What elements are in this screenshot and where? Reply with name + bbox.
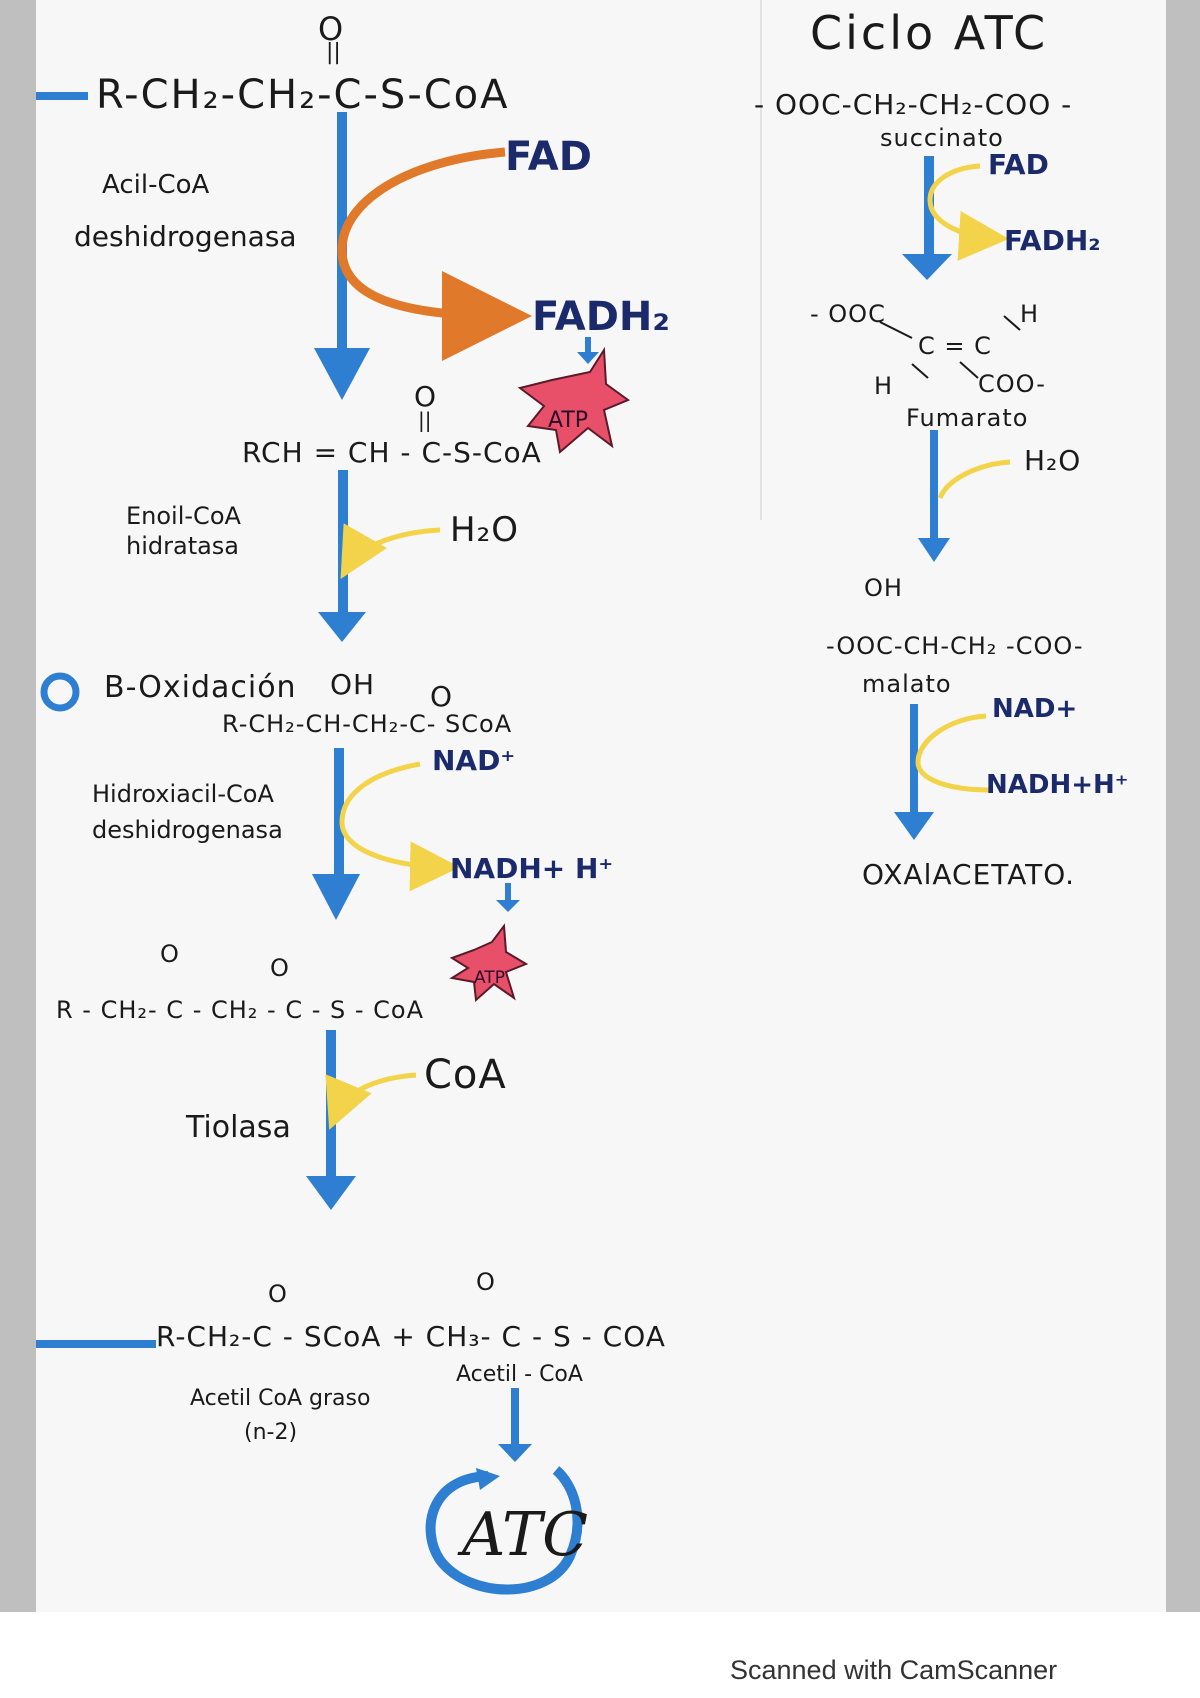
- fumarate-h-top: H: [1020, 300, 1040, 328]
- right-yellow-curve-water: [937, 459, 1011, 500]
- blue-arrow-small-1: [577, 337, 599, 364]
- malate-formula: -OOC-CH-CH₂ -COO-: [826, 632, 1084, 660]
- fad-right: FAD: [988, 148, 1049, 181]
- orange-curve-arrow: [337, 147, 532, 361]
- beta-oxidation-label: B-Oxidación: [104, 670, 297, 705]
- product-formula: R-CH₂-C - SCoA + CH₃- C - S - COA: [156, 1320, 666, 1353]
- blue-arrow-3: [312, 748, 360, 920]
- keto-carbonyl-o1: O: [160, 940, 180, 968]
- enzyme-acyl-coa-line1: Acil-CoA: [102, 170, 210, 200]
- nadh-left: NADH+ H⁺: [450, 852, 614, 885]
- fumarate-bond-2: [1003, 315, 1021, 331]
- cofactor-fad-left: FAD: [505, 134, 592, 180]
- column-divider: [760, 0, 762, 520]
- atp-star-2: [449, 923, 529, 1003]
- blue-arrow-small-3: [498, 1388, 532, 1462]
- product-acetyl-coa-label: Acetil - CoA: [456, 1362, 583, 1387]
- left-bracket-bottom: [36, 1340, 156, 1348]
- atc-cycle-arrow: [425, 1466, 583, 1595]
- oxaloacetate-label: OXAlACETATO.: [862, 858, 1076, 891]
- malate-name: malato: [862, 670, 952, 698]
- fumarate-bond-1: [879, 321, 913, 339]
- succinate-formula: - OOC-CH₂-CH₂-COO -: [754, 88, 1073, 121]
- yellow-curve-water-left: [340, 523, 441, 580]
- atp-star-1: [517, 346, 631, 454]
- nad-left: NAD⁺: [432, 744, 516, 777]
- atc-cycle-arrowhead: [476, 1468, 500, 1490]
- enzyme-hydroxyacyl-line2: deshidrogenasa: [92, 816, 283, 844]
- right-blue-arrow-2: [918, 430, 950, 562]
- malate-oh: OH: [864, 574, 903, 602]
- water-right: H₂O: [1024, 444, 1082, 477]
- scanner-watermark: Scanned with CamScanner: [730, 1655, 1058, 1685]
- bullet-circle: [40, 672, 80, 712]
- start-carbonyl-bond: ||: [326, 40, 341, 65]
- enoyl-carbonyl-bond: ||: [418, 408, 432, 432]
- left-bracket-top: [36, 92, 88, 100]
- fumarate-bond-4: [959, 361, 979, 379]
- product-carbonyl-o2: O: [476, 1268, 496, 1296]
- water-left: H₂O: [450, 510, 519, 550]
- right-yellow-curve-nad: [915, 713, 991, 793]
- right-blue-arrow-3: [894, 704, 934, 840]
- hydroxy-carbonyl-o: O: [430, 680, 454, 713]
- fumarate-bond-3: [911, 363, 929, 379]
- cofactor-fadh2-left: FADH₂: [532, 294, 670, 340]
- succinate-name: succinato: [880, 124, 1004, 152]
- atp-label-1: ATP: [548, 408, 589, 433]
- fumarate-center: C = C: [918, 332, 992, 360]
- hydroxy-oh: OH: [330, 668, 376, 701]
- enzyme-thiolase: Tiolasa: [186, 1110, 291, 1145]
- start-formula: R-CH₂-CH₂-C-S-CoA: [96, 72, 510, 118]
- product-acyl-coa-label: Acetil CoA graso: [190, 1386, 371, 1411]
- fumarate-h-bottom: H: [874, 372, 894, 400]
- enoyl-carbonyl-o: O: [414, 380, 438, 413]
- product-carbonyl-o1: O: [268, 1280, 288, 1308]
- yellow-curve-nad-left: [339, 761, 460, 892]
- enzyme-acyl-coa-line2: deshidrogenasa: [74, 220, 297, 253]
- enzyme-enoyl-line1: Enoil-CoA: [126, 502, 241, 530]
- right-yellow-curve-fad: [927, 163, 1009, 261]
- keto-carbonyl-o2: O: [270, 954, 290, 982]
- scan-footer-area: [0, 1612, 1200, 1698]
- atp-label-2: ATP: [474, 968, 505, 988]
- nad-right: NAD+: [992, 694, 1078, 724]
- keto-formula: R - CH₂- C - CH₂ - C - S - CoA: [56, 996, 425, 1024]
- paper-sheet: [36, 0, 1166, 1612]
- nadh-right: NADH+H⁺: [986, 770, 1129, 800]
- fumarate-left-group: - OOC: [810, 300, 886, 328]
- product-n-minus-2: (n-2): [244, 1420, 298, 1445]
- fadh2-right: FADH₂: [1004, 224, 1101, 257]
- atc-cycle-label: ATC: [462, 1500, 588, 1570]
- fumarate-coo: COO-: [978, 370, 1046, 398]
- enzyme-hydroxyacyl-line1: Hidroxiacil-CoA: [92, 780, 274, 808]
- blue-arrow-small-2: [496, 883, 520, 912]
- blue-arrow-4: [306, 1030, 356, 1210]
- yellow-curve-coa-left: [325, 1072, 417, 1130]
- enzyme-enoyl-line2: hidratasa: [126, 532, 240, 560]
- hydroxy-formula: R-CH₂-CH-CH₂-C- SCoA: [222, 710, 513, 738]
- start-carbonyl-o: O: [318, 10, 345, 48]
- fumarate-name: Fumarato: [906, 404, 1029, 432]
- coa-left: CoA: [424, 1052, 507, 1098]
- right-title: Ciclo ATC: [810, 6, 1049, 60]
- enoyl-formula: RCH = CH - C-S-CoA: [242, 436, 542, 469]
